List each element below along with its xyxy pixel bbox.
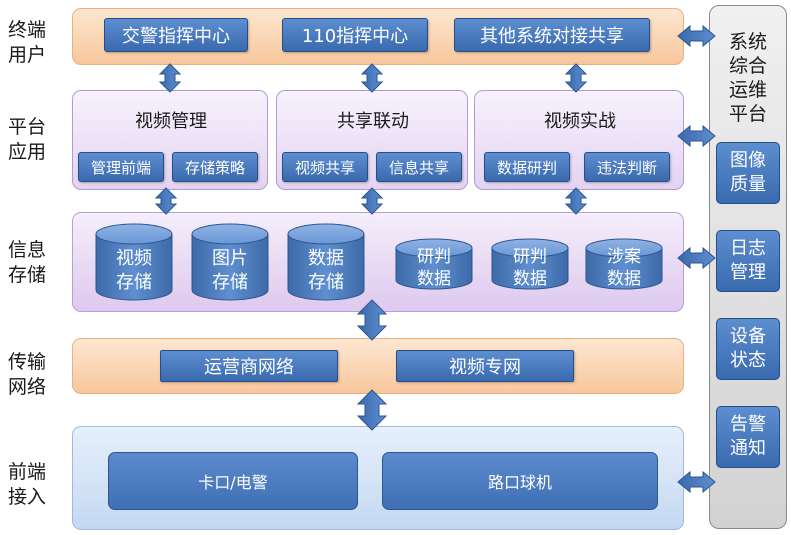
data-storage-line2: 存储 bbox=[308, 272, 344, 293]
info-storage-layer bbox=[72, 212, 684, 312]
analysis-data-1-line1: 研判 bbox=[417, 247, 451, 267]
storage-cylinders: 视频 存储 图片 存储 数据 存储 研判 数据 研判 数据 涉案 数据 bbox=[95, 223, 663, 301]
arrow-network-frontend bbox=[356, 389, 388, 431]
arrow-terminal-sharing bbox=[360, 63, 384, 93]
log-management-box: 日志 管理 bbox=[716, 230, 780, 292]
arrow-ops-storage bbox=[677, 246, 716, 270]
video-private-network-box: 视频专网 bbox=[396, 350, 574, 382]
image-storage-line2: 存储 bbox=[212, 272, 248, 293]
log-management-line1: 日志 bbox=[730, 238, 766, 259]
case-data-cylinder bbox=[585, 238, 663, 290]
arrow-video-mgmt-storage bbox=[154, 187, 178, 215]
storage-policy-box: 存储策略 bbox=[172, 152, 258, 182]
analysis-data-2-line2: 数据 bbox=[513, 269, 547, 289]
checkpoint-camera-box: 卡口/电警 bbox=[108, 452, 358, 510]
arrow-ops-frontend bbox=[677, 470, 716, 494]
police-110-command-center-box: 110指挥中心 bbox=[282, 18, 428, 52]
image-quality-line2: 质量 bbox=[730, 174, 766, 195]
image-quality-box: 图像 质量 bbox=[716, 142, 780, 204]
traffic-command-center-box: 交警指挥中心 bbox=[104, 18, 248, 52]
arrow-terminal-combat bbox=[564, 63, 588, 93]
ops-title-line3: 运维 bbox=[728, 79, 767, 101]
ops-title-line4: 平台 bbox=[728, 103, 767, 125]
label-info-storage: 信息存储 bbox=[8, 239, 47, 286]
other-systems-sharing-box: 其他系统对接共享 bbox=[454, 18, 650, 52]
label-platform-apps: 平台应用 bbox=[8, 116, 47, 163]
case-data-line2: 数据 bbox=[607, 269, 641, 289]
arrow-terminal-video-mgmt bbox=[158, 63, 182, 93]
image-storage-line1: 图片 bbox=[212, 248, 248, 269]
video-storage-line2: 存储 bbox=[116, 272, 152, 293]
analysis-data-1-line2: 数据 bbox=[417, 269, 451, 289]
video-combat-title: 视频实战 bbox=[544, 111, 616, 132]
info-sharing-box: 信息共享 bbox=[376, 152, 462, 182]
label-frontend-access: 前端接入 bbox=[8, 461, 47, 508]
arrow-combat-storage bbox=[564, 187, 588, 215]
device-status-box: 设备 状态 bbox=[716, 318, 780, 380]
transport-network-layer bbox=[72, 338, 684, 394]
violation-judgement-box: 违法判断 bbox=[584, 152, 670, 182]
data-storage-line1: 数据 bbox=[308, 248, 344, 269]
video-storage-line1: 视频 bbox=[116, 248, 152, 269]
analysis-data-cylinder-1 bbox=[395, 238, 473, 290]
video-management-title: 视频管理 bbox=[135, 111, 207, 132]
arrow-sharing-storage bbox=[360, 187, 384, 215]
ops-title-line2: 综合 bbox=[728, 55, 767, 77]
carrier-network-box: 运营商网络 bbox=[160, 350, 338, 382]
video-storage-cylinder bbox=[95, 223, 173, 301]
manage-frontend-box: 管理前端 bbox=[78, 152, 164, 182]
intersection-dome-camera-box: 路口球机 bbox=[382, 452, 658, 510]
ops-title-line1: 系统 bbox=[728, 31, 767, 53]
alarm-notification-line2: 通知 bbox=[730, 438, 766, 459]
device-status-line2: 状态 bbox=[730, 350, 766, 371]
label-transport-network: 传输网络 bbox=[8, 351, 47, 398]
arrow-ops-terminal bbox=[677, 24, 716, 48]
video-sharing-box: 视频共享 bbox=[282, 152, 368, 182]
label-terminal-users: 终端用户 bbox=[8, 19, 47, 66]
ops-platform-title: 系统 综合 运维 平台 bbox=[709, 30, 787, 126]
image-storage-cylinder bbox=[191, 223, 269, 301]
analysis-data-cylinder-2 bbox=[491, 238, 569, 290]
alarm-notification-box: 告警 通知 bbox=[716, 406, 780, 468]
arrow-ops-platform bbox=[677, 124, 716, 148]
analysis-data-2-line1: 研判 bbox=[513, 247, 547, 267]
data-analysis-box: 数据研判 bbox=[484, 152, 570, 182]
sharing-linkage-title: 共享联动 bbox=[337, 111, 409, 132]
data-storage-cylinder bbox=[287, 223, 365, 301]
log-management-line2: 管理 bbox=[730, 262, 766, 283]
device-status-line1: 设备 bbox=[730, 326, 766, 347]
case-data-line1: 涉案 bbox=[607, 247, 641, 267]
image-quality-line1: 图像 bbox=[730, 150, 766, 171]
alarm-notification-line1: 告警 bbox=[730, 414, 766, 435]
arrow-storage-network bbox=[356, 299, 388, 341]
